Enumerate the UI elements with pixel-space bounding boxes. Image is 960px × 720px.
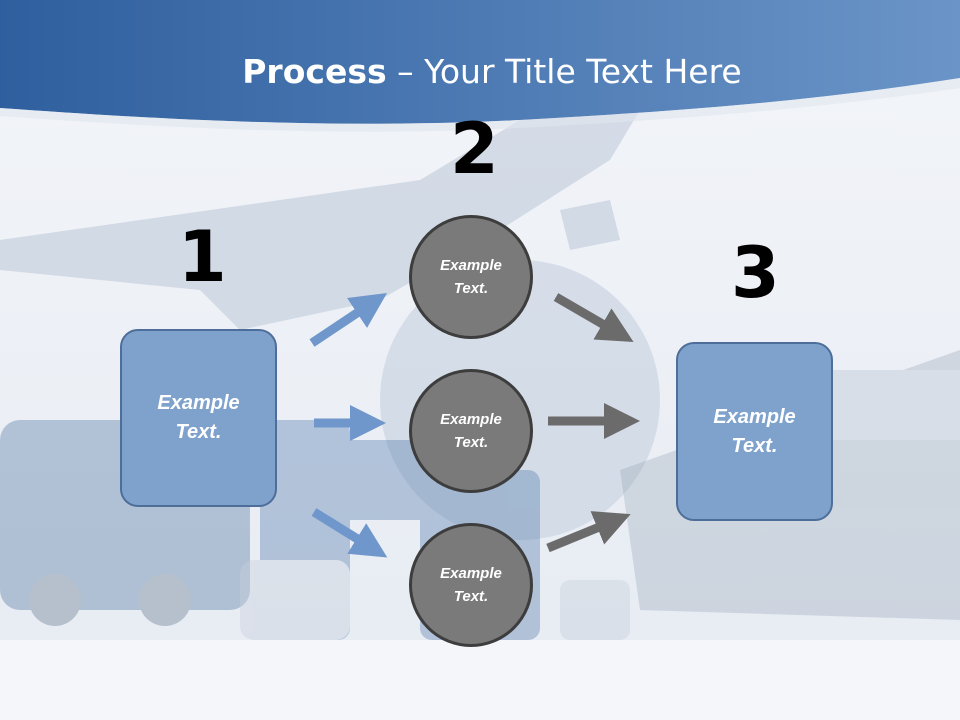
step-3-box: Example Text. [676,342,833,521]
step-2-circle-top-text: Example Text. [440,257,502,297]
step-2-circle-middle-text: Example Text. [440,411,502,451]
step-2-circle-middle: Example Text. [409,369,533,493]
step-number-3: 3 [731,232,780,314]
header-band [0,0,960,124]
step-3-text: Example Text. [713,405,796,457]
step-number-2: 2 [450,108,499,190]
step-2-circle-top: Example Text. [409,215,533,339]
arrow-2c-to-3 [546,511,631,553]
arrow-2a-to-3 [553,293,634,343]
airplane-silhouette [0,110,640,330]
slide-title: Process – Your Title Text Here [0,52,960,91]
arrow-1-to-2c [311,508,388,558]
step-number-1: 1 [178,216,227,298]
arrow-1-to-2a [309,293,387,347]
title-rest: – Your Title Text Here [386,52,742,91]
step-2-circle-bottom: Example Text. [409,523,533,647]
title-bold: Process [242,52,387,91]
step-1-box: Example Text. [120,329,277,507]
step-2-circle-bottom-text: Example Text. [440,565,502,605]
step-1-text: Example Text. [157,392,240,443]
